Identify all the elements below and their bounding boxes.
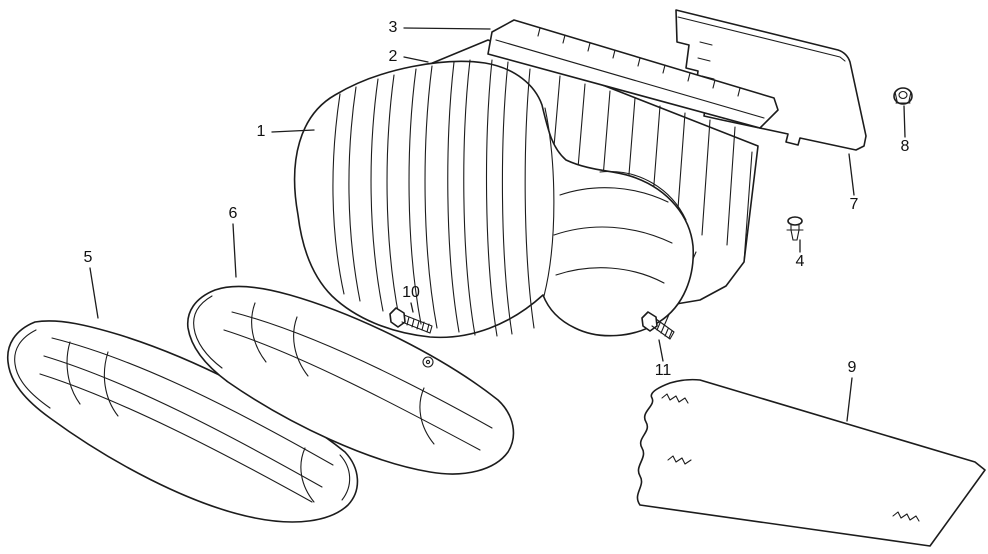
texture-scribble <box>667 455 692 465</box>
callout-9: 9 <box>847 359 857 376</box>
side-bolster-seams <box>553 170 687 284</box>
seat-cushion <box>6 320 359 523</box>
callout-10: 10 <box>402 284 420 301</box>
bolt-fastener-front <box>389 307 433 334</box>
callout-11: 11 <box>654 362 672 379</box>
callout-2: 2 <box>388 48 398 65</box>
callout-7: 7 <box>849 196 859 213</box>
cushion-channel-seams <box>332 59 535 337</box>
cushion-length-seams <box>39 337 334 503</box>
leader-lines <box>89 27 906 422</box>
panel-slot-marks <box>697 41 719 98</box>
callout-4: 4 <box>795 253 805 270</box>
bolt-fastener-rear <box>641 311 675 340</box>
cover-grommet <box>422 356 434 368</box>
clip-fastener <box>786 216 804 241</box>
texture-scribble <box>892 511 920 522</box>
rail-slot-marks <box>537 27 741 97</box>
trunk-board <box>636 378 986 547</box>
cushion-cross-seams <box>66 341 315 503</box>
callout-8: 8 <box>900 138 910 155</box>
callout-1: 1 <box>256 123 266 140</box>
seat-cushion-cover <box>186 285 515 475</box>
nut-fastener <box>893 87 913 105</box>
seat-back-cushion <box>293 59 695 339</box>
frame-slats <box>551 75 736 246</box>
callout-6: 6 <box>228 205 238 222</box>
cover-cross-seams <box>251 302 435 445</box>
callout-5: 5 <box>83 249 93 266</box>
texture-scribble <box>661 393 689 404</box>
callout-3: 3 <box>388 19 398 36</box>
